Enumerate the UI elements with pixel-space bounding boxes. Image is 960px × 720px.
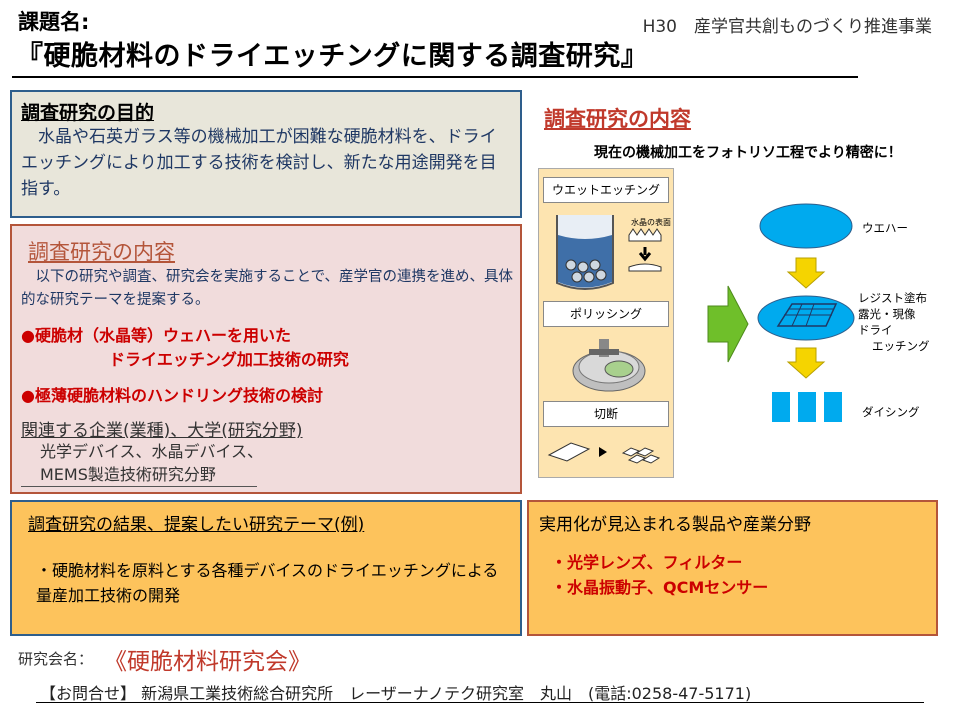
content-heading: 調査研究の内容 xyxy=(28,240,175,264)
process-label-3: ドライ xyxy=(858,323,893,337)
process-label-2: 露光・現像 xyxy=(858,307,916,321)
study-group-label: 研究会名： xyxy=(18,650,94,668)
page-title: 『硬脆材料のドライエッチングに関する調査研究』 xyxy=(16,41,649,72)
purpose-panel: 調査研究の目的 水晶や石英ガラス等の機械加工が困難な硬脆材料を、ドライエッチング… xyxy=(10,90,522,218)
step-wet-etching: ウエットエッチング xyxy=(543,177,669,203)
practical-heading: 実用化が見込まれる製品や産業分野 xyxy=(539,515,811,535)
content-item-2-text: 極薄硬脆材料のハンドリング技術の検討 xyxy=(34,386,323,405)
content-item-2: ●極薄硬脆材料のハンドリング技術の検討 xyxy=(21,382,323,406)
process-label-4: エッチング xyxy=(872,339,930,353)
practical-list: ・光学レンズ、フィルター ・水晶振動子、QCMセンサー xyxy=(551,550,768,600)
practical-item-1: ・光学レンズ、フィルター xyxy=(551,553,743,572)
wafer-label: ウエハー xyxy=(862,221,908,235)
bullet-icon: ● xyxy=(21,386,35,405)
study-group-name: 《硬脆材料研究会》 xyxy=(104,649,311,675)
content-body: 以下の研究や調査、研究会を実施することで、産学官の連携を進め、具体的な研究テーマ… xyxy=(21,269,513,308)
wafer-process-diagram xyxy=(757,203,855,422)
related-line-2: MEMS製造技術研究分野 xyxy=(40,465,216,484)
dicing-label: ダイシング xyxy=(862,405,920,419)
purpose-body: 水晶や石英ガラス等の機械加工が困難な硬脆材料を、ドライエッチングにより加工する技… xyxy=(21,127,497,199)
project-name: H30 産学官共創ものづくり推進事業 xyxy=(642,17,932,37)
related-heading: 関連する企業(業種)、大学(研究分野) xyxy=(21,421,303,441)
related-line-1: 光学デバイス、水晶デバイス、 xyxy=(40,442,264,461)
related-body: 光学デバイス、水晶デバイス、 MEMS製造技術研究分野 xyxy=(40,440,263,486)
content-item-1-line2: ドライエッチング加工技術の研究 xyxy=(109,350,349,369)
diagram-heading: 調査研究の内容 xyxy=(544,107,691,131)
results-heading: 調査研究の結果、提案したい研究テーマ(例) xyxy=(28,515,365,535)
cutting-icon xyxy=(547,442,661,464)
contact-info: 【お問合せ】 新潟県工業技術総合研究所 レーザーナノテク研究室 丸山 (電話:0… xyxy=(40,684,752,703)
contact-underline xyxy=(36,702,924,703)
conventional-process-column: ウエットエッチング 水晶の表面 ポリッシング 切断 xyxy=(538,168,674,478)
step-cutting: 切断 xyxy=(543,401,669,427)
title-underline xyxy=(12,76,858,78)
practical-panel: 実用化が見込まれる製品や産業分野 ・光学レンズ、フィルター ・水晶振動子、QCM… xyxy=(527,500,938,636)
topic-label: 課題名: xyxy=(18,10,90,34)
process-labels: レジスト塗布 露光・現像 ドライ エッチング xyxy=(858,290,930,354)
related-underline xyxy=(21,486,257,487)
content-item-1: ●硬脆材（水晶等）ウェハーを用いた ドライエッチング加工技術の研究 xyxy=(21,324,349,372)
process-label-1: レジスト塗布 xyxy=(858,291,927,305)
polishing-machine-icon xyxy=(572,339,646,392)
crystal-surface-label: 水晶の表面 xyxy=(631,218,671,227)
bullet-icon: ● xyxy=(21,326,35,345)
content-item-1-line1: 硬脆材（水晶等）ウェハーを用いた xyxy=(34,326,291,345)
results-panel: 調査研究の結果、提案したい研究テーマ(例) ・硬脆材料を原料とする各種デバイスの… xyxy=(10,500,522,636)
practical-item-2: ・水晶振動子、QCMセンサー xyxy=(551,578,769,597)
diagram-subtitle: 現在の機械加工をフォトリソ工程でより精密に！ xyxy=(594,145,902,161)
beaker-icon xyxy=(556,215,662,290)
results-body: ・硬脆材料を原料とする各種デバイスのドライエッチングによる量産加工技術の開発 xyxy=(36,561,499,605)
content-panel: 調査研究の内容 以下の研究や調査、研究会を実施することで、産学官の連携を進め、具… xyxy=(10,224,522,494)
purpose-heading: 調査研究の目的 xyxy=(21,102,155,124)
right-arrow-icon xyxy=(707,285,749,363)
step-polishing: ポリッシング xyxy=(543,301,669,327)
